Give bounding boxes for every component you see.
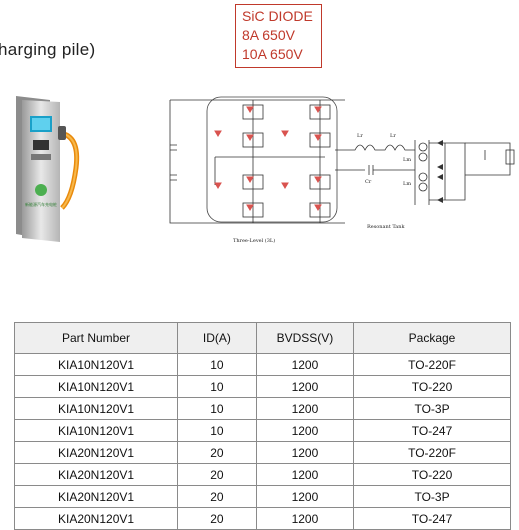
- section-heading: harging pile): [0, 40, 96, 59]
- label-resonant-tank: Resonant Tank: [367, 224, 405, 230]
- cell-bvdss: 1200: [255, 375, 355, 398]
- cell-package: TO-247: [353, 507, 511, 530]
- cell-id: 20: [177, 507, 257, 530]
- header-bvdss: BVDSS(V): [255, 322, 355, 354]
- cell-id: 10: [177, 397, 257, 420]
- table-row: KIA20N120V1 20 1200 TO-3P: [13, 485, 511, 508]
- cell-bvdss: 1200: [255, 441, 355, 464]
- header-package: Package: [353, 322, 511, 354]
- label-lm-1: Lm: [403, 157, 411, 163]
- callout-line-3: 10A 650V: [242, 46, 303, 62]
- cell-package: TO-3P: [353, 397, 511, 420]
- cell-part-number: KIA10N120V1: [13, 419, 179, 442]
- cell-id: 20: [177, 441, 257, 464]
- table-row: KIA20N120V1 20 1200 TO-220F: [13, 441, 511, 464]
- cell-part-number: KIA20N120V1: [13, 507, 179, 530]
- table-row: KIA20N120V1 20 1200 TO-220: [13, 463, 511, 486]
- table-row: KIA10N120V1 10 1200 TO-220F: [13, 353, 511, 376]
- cell-id: 10: [177, 353, 257, 376]
- cell-package: TO-3P: [353, 485, 511, 508]
- cell-bvdss: 1200: [255, 507, 355, 530]
- cell-package: TO-220: [353, 375, 511, 398]
- cell-package: TO-220: [353, 463, 511, 486]
- label-cr: Cr: [365, 179, 372, 185]
- cell-part-number: KIA10N120V1: [13, 353, 179, 376]
- label-three-level: Three-Level (3L): [233, 237, 275, 244]
- label-lm-2: Lm: [403, 181, 411, 187]
- cell-id: 20: [177, 463, 257, 486]
- cell-package: TO-220F: [353, 353, 511, 376]
- cell-package: TO-247: [353, 419, 511, 442]
- table-row: KIA20N120V1 20 1200 TO-247: [13, 507, 511, 530]
- cell-part-number: KIA20N120V1: [13, 441, 179, 464]
- cell-part-number: KIA20N120V1: [13, 485, 179, 508]
- parts-table: Part Number ID(A) BVDSS(V) Package KIA10…: [13, 322, 511, 530]
- cell-bvdss: 1200: [255, 485, 355, 508]
- cell-part-number: KIA20N120V1: [13, 463, 179, 486]
- cell-id: 10: [177, 375, 257, 398]
- label-lr-2: Lr: [390, 133, 396, 139]
- table-row: KIA10N120V1 10 1200 TO-247: [13, 419, 511, 442]
- charger-sign: 新能源汽车充电桩: [25, 201, 57, 207]
- callout-line-2: 8A 650V: [242, 27, 295, 43]
- header-id: ID(A): [177, 322, 257, 354]
- cell-bvdss: 1200: [255, 463, 355, 486]
- cell-part-number: KIA10N120V1: [13, 375, 179, 398]
- table-row: KIA10N120V1 10 1200 TO-3P: [13, 397, 511, 420]
- cell-id: 10: [177, 419, 257, 442]
- table-row: KIA10N120V1 10 1200 TO-220: [13, 375, 511, 398]
- label-lr-1: Lr: [357, 133, 363, 139]
- cell-bvdss: 1200: [255, 397, 355, 420]
- cell-id: 20: [177, 485, 257, 508]
- charging-pile-image: 新能源汽车充电桩: [16, 96, 80, 242]
- cell-package: TO-220F: [353, 441, 511, 464]
- cell-bvdss: 1200: [255, 353, 355, 376]
- cell-bvdss: 1200: [255, 419, 355, 442]
- cell-part-number: KIA10N120V1: [13, 397, 179, 420]
- sic-diode-callout: SiC DIODE 8A 650V 10A 650V: [235, 4, 322, 68]
- table-header-row: Part Number ID(A) BVDSS(V) Package: [13, 322, 511, 354]
- circuit-schematic: Lr Lr Cr Lm Lm Three-Level (3L) Resonant…: [169, 96, 515, 244]
- header-part-number: Part Number: [13, 322, 179, 354]
- callout-line-1: SiC DIODE: [242, 8, 313, 24]
